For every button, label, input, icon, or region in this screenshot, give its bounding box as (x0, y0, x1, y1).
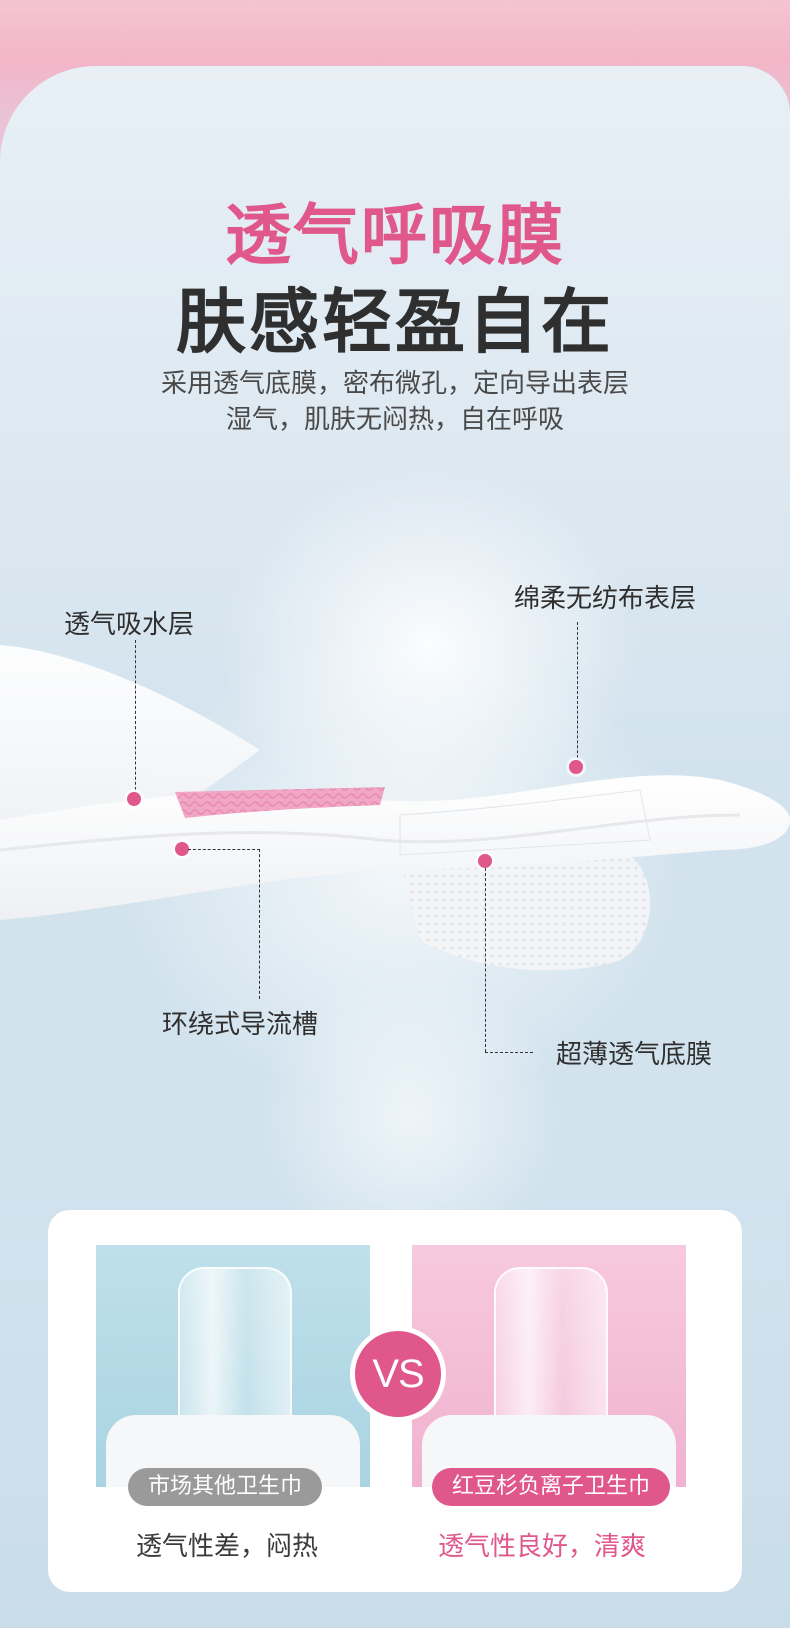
leader-line (577, 622, 578, 768)
label-absorb-layer: 透气吸水层 (64, 610, 195, 640)
competitor-photo (96, 1245, 370, 1487)
competitor-tag: 市场其他卫生巾 (128, 1468, 323, 1506)
glass-beaker-icon (494, 1267, 608, 1439)
glass-beaker-icon (178, 1267, 292, 1439)
headline-title: 透气呼吸膜 (225, 197, 565, 274)
leader-line (188, 849, 260, 850)
marker-dot (127, 792, 141, 806)
product-verdict: 透气性良好，清爽 (438, 1532, 647, 1562)
product-photo (412, 1245, 686, 1487)
label-channel: 环绕式导流槽 (162, 1010, 319, 1040)
comparison-card: VS 市场其他卫生巾 红豆杉负离子卫生巾 透气性差，闷热 透气性良好，清爽 (48, 1210, 742, 1592)
label-bottom-film: 超薄透气底膜 (556, 1040, 713, 1070)
marker-dot (478, 854, 492, 868)
product-tag: 红豆杉负离子卫生巾 (432, 1468, 671, 1506)
leader-line (485, 1052, 533, 1053)
marker-dot (569, 760, 583, 774)
headline-subtitle: 肤感轻盈自在 (176, 281, 614, 363)
leader-line (259, 849, 260, 999)
headline-description: 采用透气底膜，密布微孔，定向导出表层 湿气，肌肤无闷热，自在呼吸 (0, 366, 790, 438)
label-surface-layer: 绵柔无纺布表层 (514, 584, 697, 614)
leader-line (135, 640, 136, 800)
leader-line (485, 868, 486, 1052)
description-line: 采用透气底膜，密布微孔，定向导出表层 (160, 369, 629, 399)
marker-dot (175, 842, 189, 856)
description-line: 湿气，肌肤无闷热，自在呼吸 (225, 405, 564, 435)
vs-badge: VS (350, 1326, 446, 1422)
competitor-verdict: 透气性差，闷热 (136, 1532, 319, 1562)
sanitary-pad-illustration (0, 645, 790, 971)
